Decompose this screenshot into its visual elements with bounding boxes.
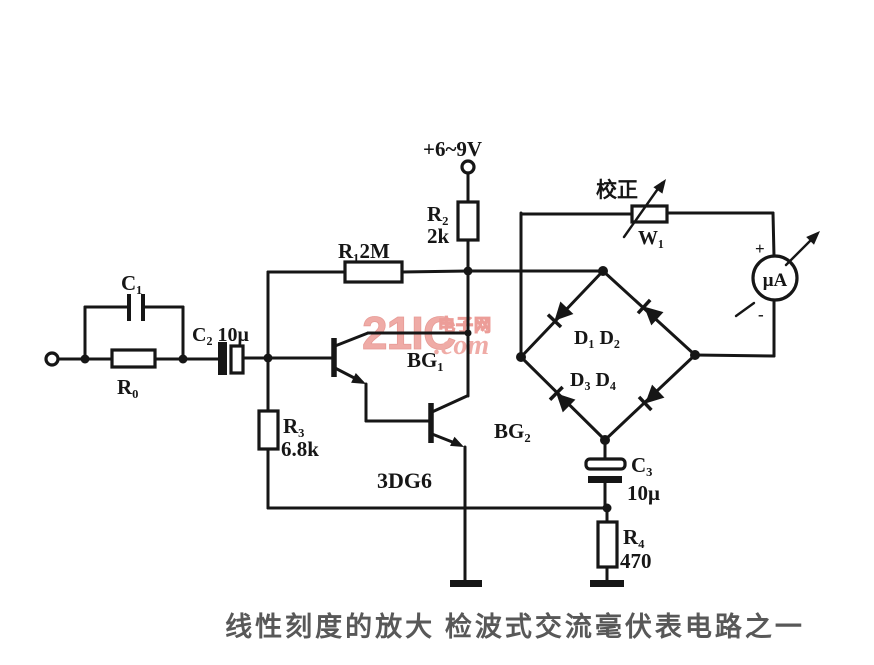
- transistor-bg1-label: BG₁: [407, 348, 444, 372]
- resistor-r2-value: 2k: [427, 224, 450, 248]
- meter-branch: μA + -: [693, 211, 820, 358]
- diode-d4: [637, 384, 665, 412]
- capacitor-c3-value: 10μ: [627, 481, 660, 505]
- capacitor-c3-plate-top: [584, 457, 627, 471]
- resistor-r2-label: R₂: [427, 202, 448, 226]
- resistor-r4-label: R₄: [623, 525, 645, 549]
- watermark-domain: .com: [434, 330, 489, 361]
- diodes-top-label: D₁ D₂: [574, 327, 620, 349]
- diode-bridge: D₁ D₂ D₃ D₄: [516, 266, 700, 445]
- power-branch: +6~9V R₂ 2k: [423, 137, 482, 276]
- transistor-bg1: BG₁: [331, 331, 444, 384]
- capacitor-c3-plate-bottom: [588, 476, 622, 483]
- transistor-type-label: 3DG6: [377, 468, 432, 493]
- resistor-r4: [596, 520, 619, 569]
- meter-minus-sign: -: [758, 305, 764, 324]
- potentiometer-w1-label: W₁: [638, 227, 664, 249]
- power-label: +6~9V: [423, 137, 482, 161]
- resistor-r3-label: R₃: [283, 414, 304, 438]
- resistor-r3: [257, 409, 280, 451]
- meter-plus-sign: +: [755, 239, 765, 258]
- meter-label: μA: [763, 270, 788, 291]
- capacitor-c2-label: C₂ 10μ: [192, 324, 249, 346]
- capacitor-c2: [218, 342, 245, 375]
- bg2-collector: [430, 394, 469, 414]
- calibration-branch: 校正 W₁: [519, 178, 775, 359]
- diodes-bottom-label: D₃ D₄: [570, 369, 616, 391]
- input-terminal-circle: [44, 351, 60, 367]
- resistor-r0-label: R₀: [117, 375, 138, 399]
- w1-wiper-arrow-shaft: [622, 181, 664, 239]
- resistor-r4-branch: R₄ 470: [590, 506, 652, 587]
- ground-symbol: [450, 580, 482, 587]
- bg2-emitter-arrow: [450, 436, 464, 447]
- resistor-r3-branch: R₃ 6.8k: [257, 356, 609, 510]
- ground-symbol: [590, 580, 624, 587]
- transistor-bg2: BG₂ 3DG6: [377, 394, 531, 587]
- diode-d1: [546, 301, 574, 329]
- w1-function-label: 校正: [596, 178, 638, 202]
- resistor-r3-value: 6.8k: [281, 437, 319, 461]
- bg1-emitter-arrow: [351, 373, 366, 384]
- diode-d3: [548, 385, 576, 413]
- capacitor-c3-label: C₃: [631, 453, 652, 477]
- resistor-r0: [110, 348, 157, 369]
- diode-d2: [636, 298, 664, 326]
- figure-caption: 线性刻度的放大 检波式交流毫伏表电路之一: [225, 611, 805, 642]
- bg1-collector: [333, 331, 370, 348]
- collector-rail: [366, 269, 605, 398]
- transistor-bg2-label: BG₂: [494, 419, 531, 443]
- resistor-r2: [456, 200, 480, 242]
- input-terminal: [44, 351, 87, 367]
- meter-minus-slash: [734, 301, 756, 318]
- w1-wiper-arrowhead: [653, 179, 666, 194]
- input-network: C₁ R₀ C₂ 10μ: [80, 271, 334, 399]
- capacitor-c1: [127, 294, 145, 321]
- resistor-r1: [343, 260, 404, 284]
- power-terminal: [460, 159, 476, 175]
- bg1-to-bg2-coupling: [364, 382, 432, 423]
- resistor-r4-value: 470: [620, 549, 652, 573]
- resistor-r1-label: R₁2M: [338, 239, 390, 263]
- capacitor-c1-label: C₁: [121, 271, 142, 295]
- meter-adjust-arrowhead: [806, 231, 820, 245]
- junction-dot: [464, 329, 472, 337]
- resistor-r1-branch: R₁2M: [266, 239, 470, 360]
- capacitor-c3-branch: C₃ 10μ: [584, 438, 660, 513]
- watermark-site-cn: 电子网: [438, 315, 492, 335]
- bridge-top-node: [598, 266, 608, 276]
